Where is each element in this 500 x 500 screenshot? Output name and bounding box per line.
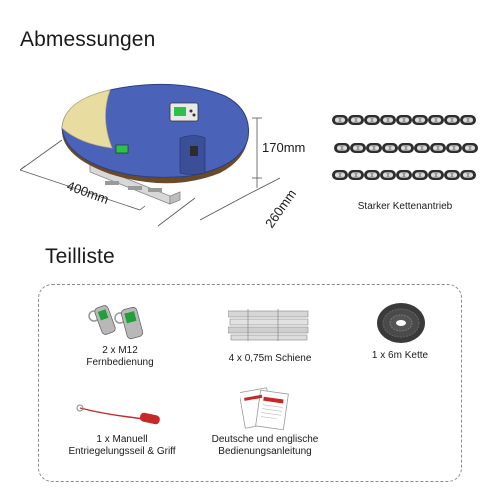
height-label: 170mm [262, 140, 306, 155]
part-manual-line2: Bedienungsanleitung [218, 446, 312, 457]
manual-icon [240, 387, 289, 430]
part-cord-line2: Entriegelungsseil & Griff [68, 446, 176, 457]
rail-icon [228, 309, 309, 341]
chain-caption: Starker Kettenantrieb [357, 201, 453, 212]
chain-coil-icon [377, 303, 425, 343]
part-manual-line1: Deutsche und englische [211, 434, 319, 445]
motor-unit-illustration [20, 83, 281, 227]
part-chain-line1: 1 x 6m Kette [371, 350, 429, 361]
dimensions-heading: Abmessungen [20, 28, 156, 51]
part-rail-line1: 4 x 0,75m Schiene [228, 353, 312, 364]
part-remote-line2: Fernbedienung [86, 357, 154, 368]
parts-list-box [38, 284, 462, 482]
release-cord-icon [76, 404, 160, 425]
part-cord-line1: 1 x Manuell [96, 434, 148, 445]
parts-heading: Teilliste [45, 245, 115, 268]
chain-illustration [332, 115, 478, 180]
part-remote-line1: 2 x M12 [102, 345, 138, 356]
remote-control-icon [88, 305, 144, 340]
